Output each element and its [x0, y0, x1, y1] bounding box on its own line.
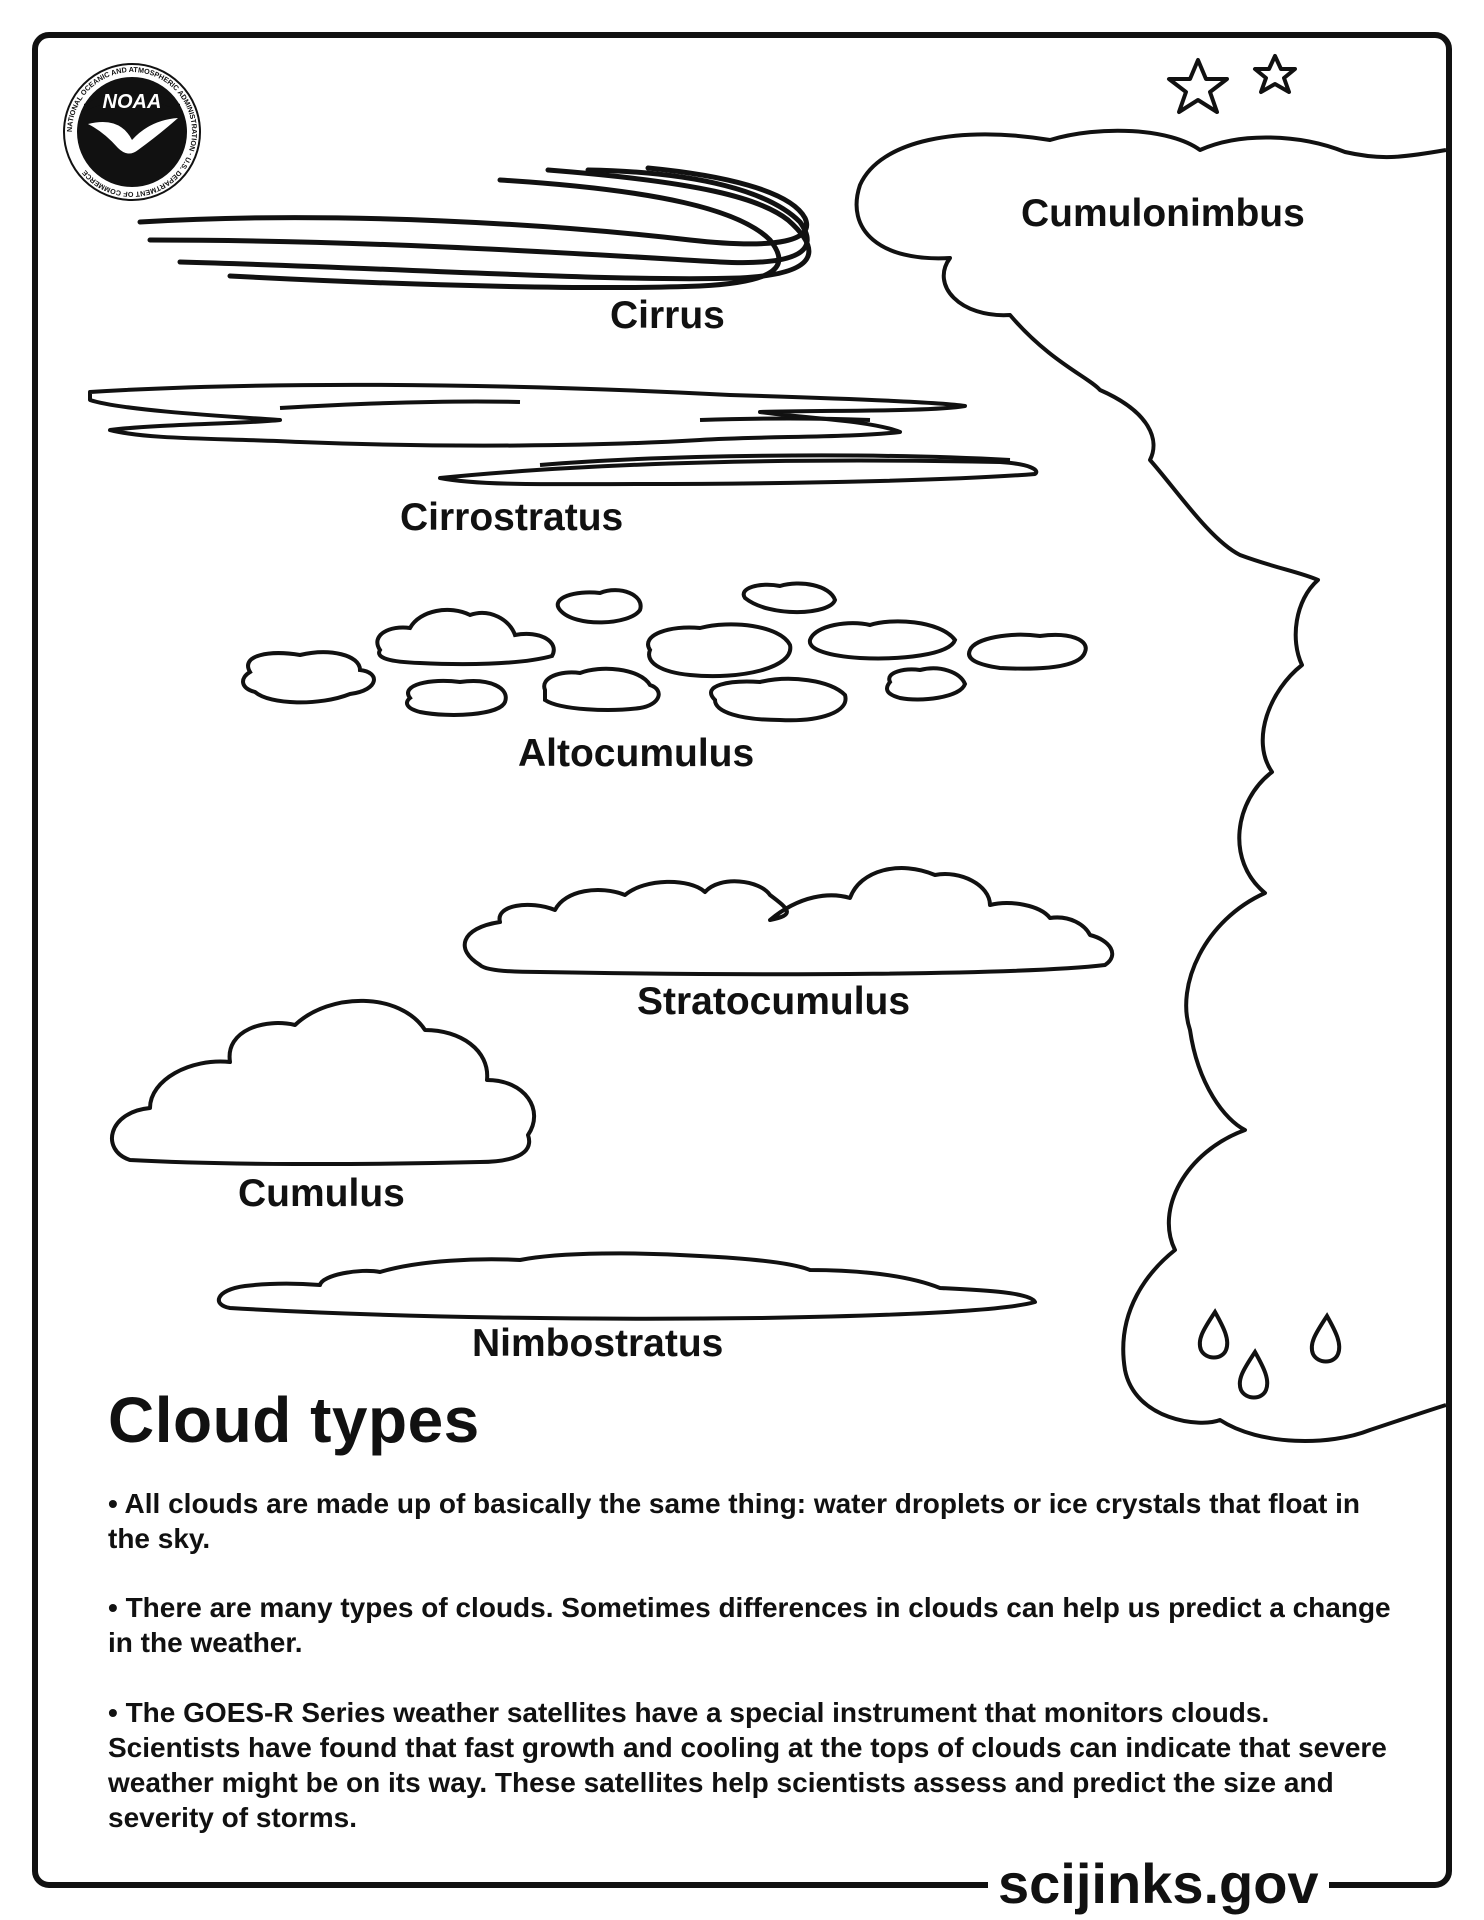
page-title: Cloud types	[108, 1384, 480, 1456]
raindrop-icon	[1237, 1348, 1270, 1400]
altocumulus-label: Altocumulus	[518, 732, 755, 775]
star-icon	[1167, 58, 1229, 114]
raindrop-icon	[1309, 1312, 1342, 1364]
altocumulus-cloud	[241, 581, 1088, 723]
cirrostratus-cloud	[88, 382, 1039, 487]
nimbostratus-label: Nimbostratus	[472, 1322, 724, 1365]
fact-paragraph-1: • All clouds are made up of basically th…	[108, 1488, 1360, 1554]
raindrop-icon	[1197, 1308, 1230, 1360]
noaa-logo-icon: NATIONAL OCEANIC AND ATMOSPHERIC ADMINIS…	[63, 63, 201, 201]
fact-paragraph-3: • The GOES-R Series weather satellites h…	[108, 1697, 1387, 1833]
fact-paragraph-2: • There are many types of clouds. Someti…	[108, 1592, 1391, 1658]
stratocumulus-cloud	[462, 866, 1115, 977]
star-icon	[1253, 54, 1297, 94]
cumulonimbus-cloud	[854, 128, 1447, 1443]
nimbostratus-cloud	[216, 1251, 1037, 1321]
cirrus-cloud	[137, 165, 812, 291]
page-border	[32, 32, 1452, 1888]
cumulus-cloud	[110, 998, 537, 1167]
cirrostratus-label: Cirrostratus	[400, 496, 624, 539]
cumulonimbus-label: Cumulonimbus	[1021, 192, 1305, 235]
cirrus-label: Cirrus	[610, 294, 725, 337]
stratocumulus-label: Stratocumulus	[637, 980, 911, 1023]
cumulus-label: Cumulus	[238, 1172, 405, 1215]
footer-url-link[interactable]: scijinks.gov	[988, 1856, 1329, 1912]
logo-acronym: NOAA	[103, 91, 162, 113]
